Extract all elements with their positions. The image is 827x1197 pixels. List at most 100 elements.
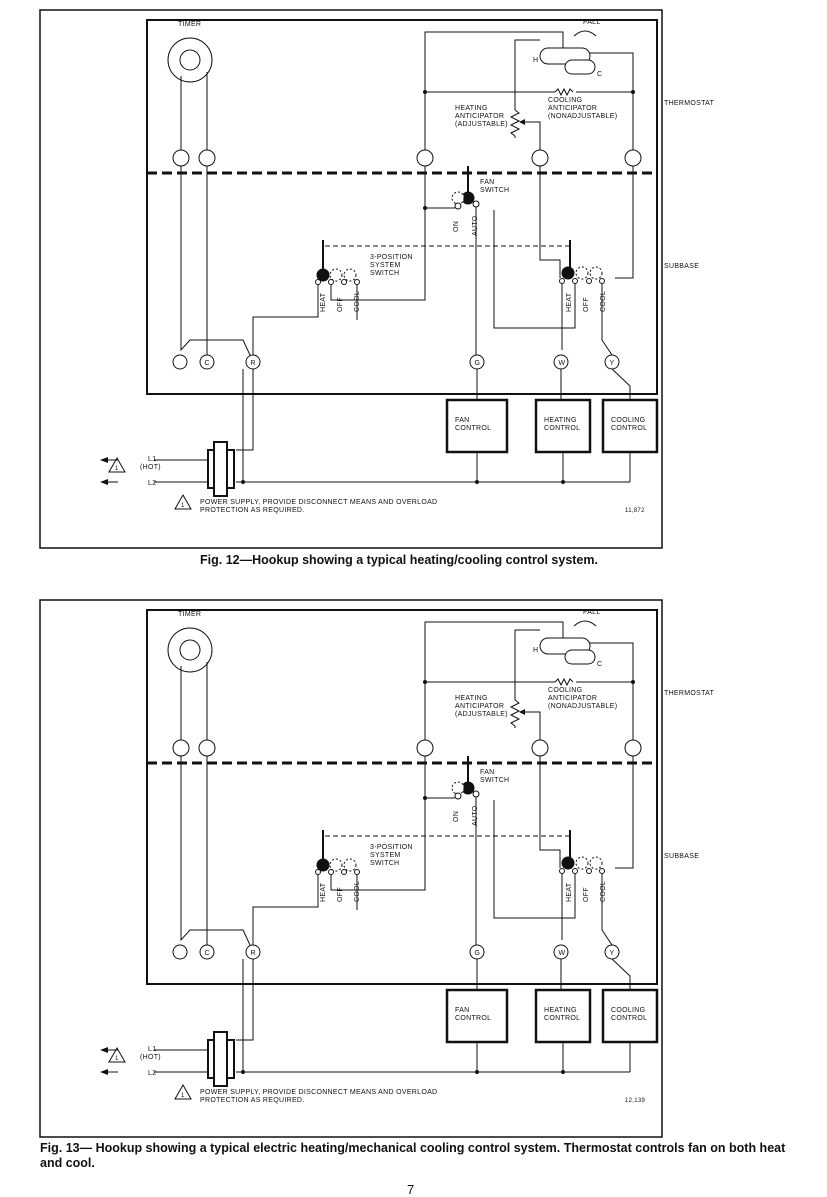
system-switch-label: 3-POSITION <box>370 844 413 851</box>
system-switch-contact-off <box>575 856 589 870</box>
system-switch-contact-off <box>575 266 589 280</box>
fan-on-label: ON <box>453 221 460 232</box>
terminal-upper <box>531 149 549 167</box>
heating-anticipator-label: ANTICIPATOR <box>455 703 504 710</box>
fan-control-label: CONTROL <box>455 425 491 432</box>
wire <box>514 629 540 700</box>
cooling-anticipator-resistor-icon <box>554 677 574 687</box>
system-switch-label: SWITCH <box>370 860 399 867</box>
system-cool-label: COOL <box>600 881 607 902</box>
fan-switch-contact-on <box>451 191 465 205</box>
subbase-label: SUBBASE <box>664 263 699 270</box>
label-bg <box>118 453 154 485</box>
wire <box>590 52 634 150</box>
terminal-label: W <box>559 950 566 957</box>
system-switch-label: 3-POSITION <box>370 254 413 261</box>
terminal-label: Y <box>610 360 615 367</box>
figure-13: TIMERTHERMOSTATSUBBASEHCFALLHEATINGANTIC… <box>39 599 715 1138</box>
system-cool-label: COOL <box>600 291 607 312</box>
warning-triangle-icon <box>108 1046 126 1063</box>
cooling-control-box <box>601 988 659 1044</box>
transformer-core <box>213 1031 228 1087</box>
wire <box>611 958 631 992</box>
system-switch-terminal <box>599 868 605 874</box>
terminal-label: C <box>205 360 210 367</box>
heating-anticipator-label: HEATING <box>455 695 488 702</box>
l2-arrow-icon <box>100 1069 108 1075</box>
cooling-anticipator-resistor-icon <box>554 87 574 97</box>
wire <box>615 756 634 869</box>
system-switch-terminal <box>559 278 565 284</box>
wire <box>601 874 613 946</box>
cooling-anticipator-label: (NONADJUSTABLE) <box>548 113 617 120</box>
heating-control-label: HEATING <box>544 1007 577 1014</box>
system-switch-terminal <box>328 869 334 875</box>
terminal-label: W <box>559 360 566 367</box>
heating-control-box <box>534 398 592 454</box>
l2-arrow-icon <box>100 479 108 485</box>
l1-label: L1 <box>148 1046 156 1053</box>
junction-dot <box>423 680 427 684</box>
terminal-label: C <box>205 950 210 957</box>
terminal-upper <box>416 739 434 757</box>
thermostat-label: THERMOSTAT <box>664 100 715 107</box>
fan-switch-label: SWITCH <box>480 777 509 784</box>
cooling-anticipator-label: COOLING <box>548 97 582 104</box>
junction-dot <box>561 1070 565 1074</box>
arrow-icon <box>519 119 525 125</box>
cooling-control-label: CONTROL <box>611 425 647 432</box>
wire <box>590 642 634 740</box>
mercury-bulb-cool <box>564 59 596 75</box>
hot-label: (HOT) <box>140 464 161 471</box>
l2-label: L2 <box>148 480 156 487</box>
wire <box>601 284 613 356</box>
heating-control-label: CONTROL <box>544 425 580 432</box>
system-switch-terminal <box>315 869 321 875</box>
timer-label: TIMER <box>178 611 201 618</box>
cooling-anticipator-label: (NONADJUSTABLE) <box>548 703 617 710</box>
terminal-upper <box>198 739 216 757</box>
terminal-upper <box>172 149 190 167</box>
bulb-c-label: C <box>597 71 602 78</box>
system-heat-label: HEAT <box>320 292 327 312</box>
fan-switch-contact-on <box>451 781 465 795</box>
cooling-control-box <box>601 398 659 454</box>
system-switch-contact-heat <box>561 266 575 280</box>
wire <box>522 711 541 740</box>
warning-number: 1 <box>115 1056 119 1062</box>
figure-13-caption: Fig. 13— Hookup showing a typical electr… <box>40 1141 786 1170</box>
heating-control-label: HEATING <box>544 417 577 424</box>
subbase-label: SUBBASE <box>664 853 699 860</box>
terminal-upper <box>198 149 216 167</box>
terminal-unlabeled <box>172 944 188 960</box>
system-off-label: OFF <box>583 297 590 312</box>
terminal-upper <box>416 149 434 167</box>
system-switch-terminal <box>354 869 360 875</box>
wire <box>330 208 426 301</box>
thermostat-label: THERMOSTAT <box>664 690 715 697</box>
l2-label: L2 <box>148 1070 156 1077</box>
terminal-label: Y <box>610 950 615 957</box>
system-switch-contact-off <box>329 858 343 872</box>
system-switch-label: SYSTEM <box>370 262 401 269</box>
junction-dot <box>561 480 565 484</box>
fan-switch-terminal <box>472 790 480 798</box>
arrow-icon <box>519 709 525 715</box>
system-heat-label: HEAT <box>566 292 573 312</box>
fan-control-label: FAN <box>455 1007 470 1014</box>
heating-anticipator-resistor-icon <box>509 699 521 727</box>
drawing-number: 11,872 <box>625 508 645 514</box>
power-supply-note: PROTECTION AS REQUIRED. <box>200 507 305 514</box>
system-switch-terminal <box>354 279 360 285</box>
fan-control-label: CONTROL <box>455 1015 491 1022</box>
l1-arrow-icon <box>100 1047 108 1053</box>
fan-switch-terminal <box>454 202 462 210</box>
figure-border <box>39 9 663 549</box>
junction-dot <box>475 480 479 484</box>
timer-dial-center <box>179 639 201 661</box>
heating-control-box <box>534 988 592 1044</box>
wire <box>236 959 254 1041</box>
system-switch-contact-cool <box>589 856 603 870</box>
drawing-number: 12,139 <box>625 1098 646 1104</box>
